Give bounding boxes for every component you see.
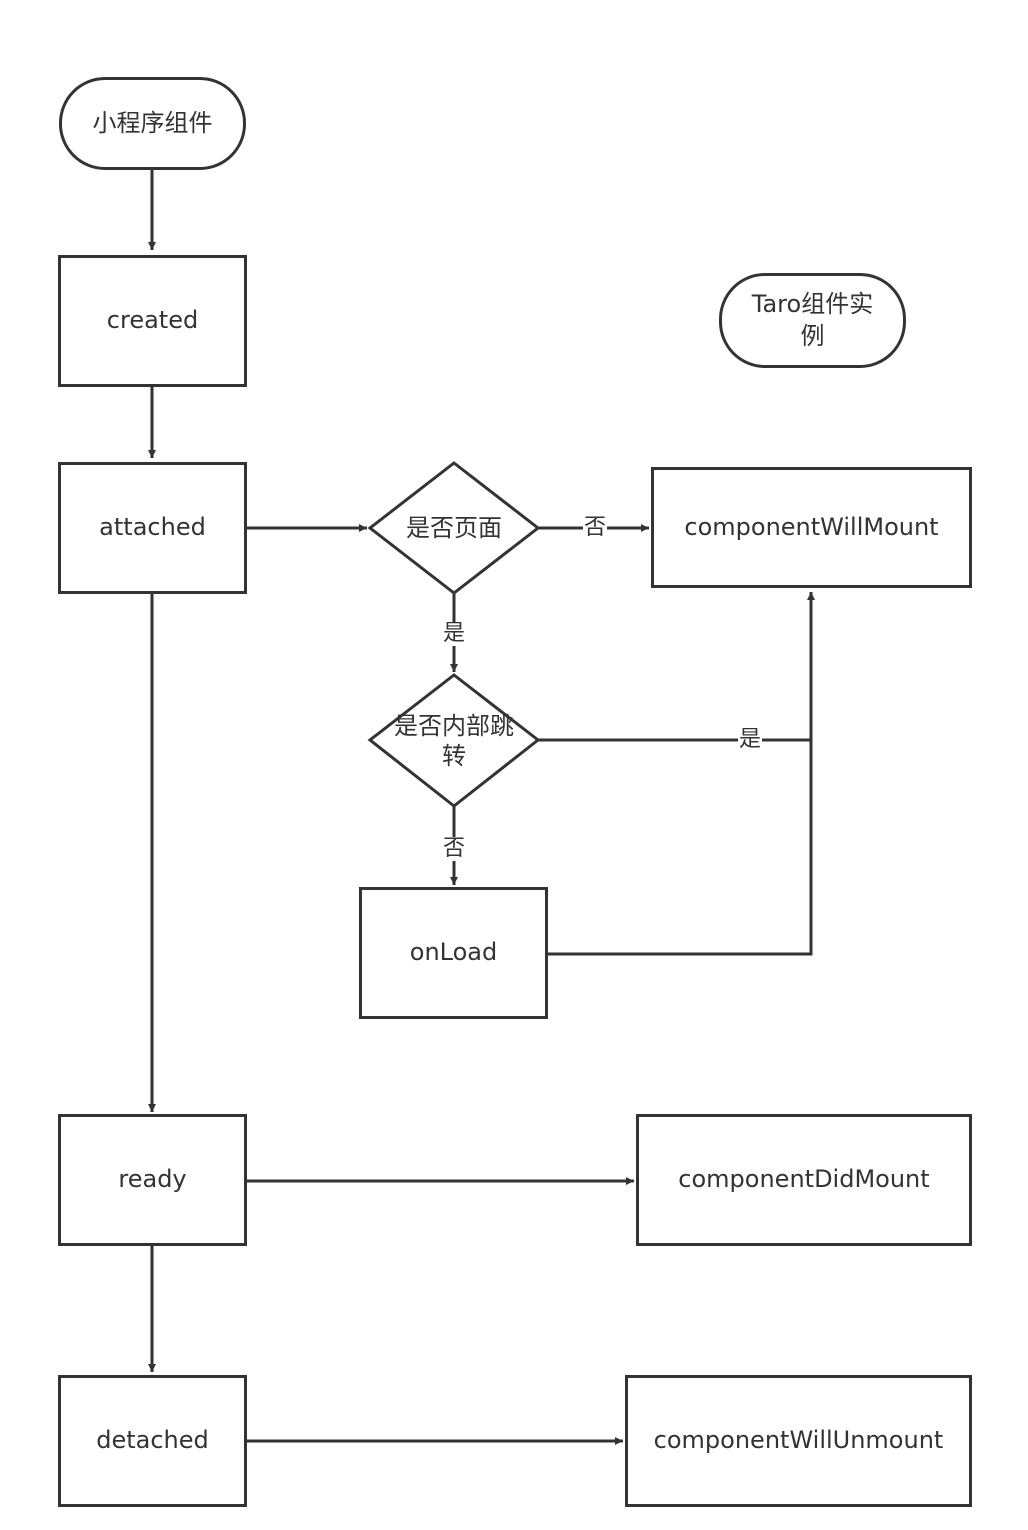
edge-label-is-page-yes: 是: [442, 621, 467, 646]
node-attached: attached: [58, 462, 247, 594]
decision-is-page-label: 是否页面: [406, 514, 502, 542]
node-component-will-mount-label: componentWillMount: [684, 512, 939, 541]
node-detached-label: detached: [96, 1426, 209, 1455]
node-component-will-unmount-label: componentWillUnmount: [653, 1426, 944, 1455]
node-onload-label: onLoad: [409, 938, 498, 967]
node-component-will-unmount: componentWillUnmount: [625, 1375, 972, 1507]
node-attached-label: attached: [99, 513, 206, 542]
edge-label-internal-jump-no: 否: [442, 836, 467, 861]
edge-label-internal-jump-yes: 是: [738, 727, 763, 752]
node-ready-label: ready: [118, 1165, 187, 1194]
taro-instance-node: Taro组件实例: [719, 273, 906, 368]
edge-label-is-page-no: 否: [583, 515, 608, 540]
decision-internal-jump-shape: [367, 673, 541, 808]
node-created-label: created: [106, 306, 199, 335]
edge-onload-to-will-mount: [548, 592, 815, 956]
node-component-did-mount-label: componentDidMount: [678, 1165, 930, 1194]
node-component-did-mount: componentDidMount: [636, 1114, 972, 1246]
node-detached: detached: [58, 1375, 247, 1507]
node-onload: onLoad: [359, 887, 548, 1019]
start-node-miniprogram-component: 小程序组件: [59, 77, 246, 170]
taro-instance-label: Taro组件实例: [751, 290, 874, 350]
node-created: created: [58, 255, 247, 387]
decision-is-page-shape: [367, 461, 541, 595]
decision-internal-jump-text: 是否内部跳转: [392, 708, 516, 774]
node-component-will-mount: componentWillMount: [651, 467, 972, 588]
start-node-label: 小程序组件: [92, 108, 213, 137]
decision-is-page-text: 是否页面: [380, 505, 528, 551]
decision-internal-jump-label: 是否内部跳转: [394, 712, 514, 770]
node-ready: ready: [58, 1114, 247, 1246]
